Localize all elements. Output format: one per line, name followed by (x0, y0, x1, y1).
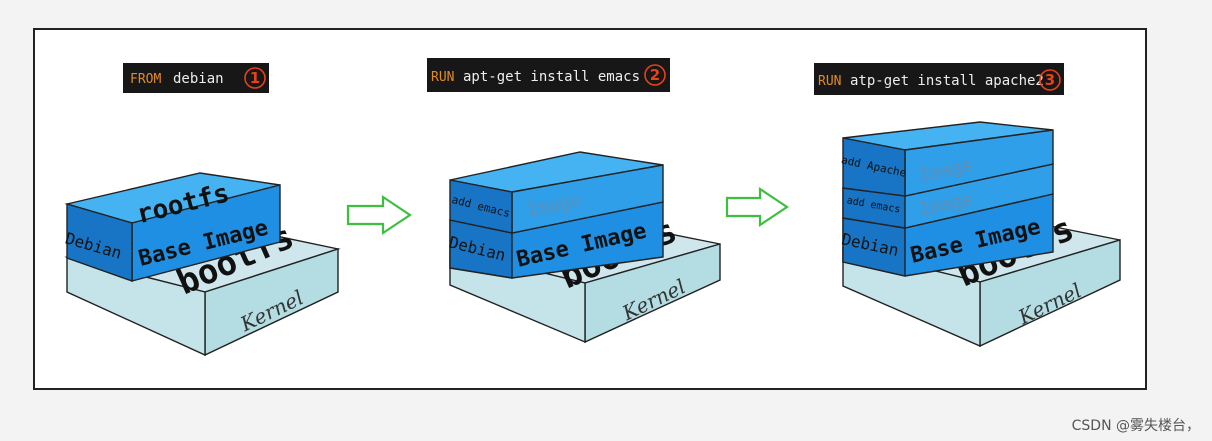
emacs-image-layer: add emacs Image (449, 151, 664, 234)
command-text: debian (173, 71, 224, 87)
diagram-frame: FROM debian 1 Kernel bootfs Debian Base … (33, 28, 1147, 390)
command-text: atp-get install apache2 (850, 73, 1044, 89)
command-keyword: RUN (818, 74, 841, 89)
command-label-1: FROM debian 1 (123, 63, 269, 93)
arrow-right-icon (346, 194, 412, 236)
step-number: 2 (650, 66, 660, 84)
command-label-3: RUN atp-get install apache2 3 (814, 63, 1064, 95)
arrow-right-icon (725, 186, 789, 228)
command-keyword: RUN (431, 70, 454, 85)
step-number: 1 (250, 69, 260, 87)
watermark: CSDN @雾失楼台， (1071, 418, 1200, 434)
step-number-circle (244, 67, 266, 89)
step-number-circle (644, 64, 666, 86)
stage-3: RUN atp-get install apache2 3 Kernel boo… (814, 63, 1121, 348)
command-keyword: FROM (130, 72, 161, 87)
step-number-circle (1039, 69, 1061, 91)
command-label-2: RUN apt-get install emacs 2 (427, 58, 670, 92)
command-text: apt-get install emacs (463, 69, 640, 85)
step-number: 3 (1045, 71, 1055, 89)
apache-image-layer: add Apache Image (840, 121, 1054, 197)
docker-layers-diagram: FROM debian 1 Kernel bootfs Debian Base … (63, 58, 1121, 357)
stage-2: RUN apt-get install emacs 2 Kernel bootf… (427, 58, 721, 344)
base-image-layer: Debian Base Image (840, 193, 1054, 277)
stage-1: FROM debian 1 Kernel bootfs Debian Base … (63, 63, 341, 357)
